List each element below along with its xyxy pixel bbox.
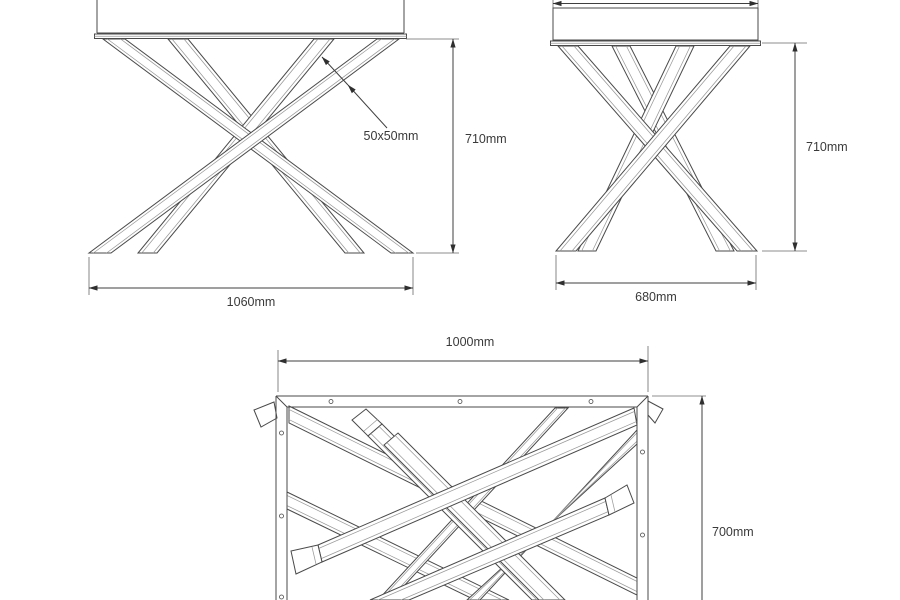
plan-tube-steep-a — [377, 407, 570, 600]
side-leg-front-right — [554, 45, 752, 252]
side-top-dimension — [552, 0, 759, 8]
tabletop-side-panel — [552, 7, 759, 41]
side-width-dimension: 680mm — [555, 255, 757, 304]
plan-width-label: 1000mm — [446, 335, 495, 349]
plan-tube-end-cap-right — [604, 484, 635, 516]
tube-size-callout: 50x50mm — [321, 56, 419, 143]
plan-frame — [275, 395, 649, 600]
plan-leg-tubes — [286, 405, 638, 600]
front-leg-front-right — [87, 38, 401, 254]
front-leg-front-left — [101, 38, 415, 254]
callout-leader-line — [347, 84, 388, 129]
plan-view: 1000mm — [253, 335, 754, 600]
tube-size-label: 50x50mm — [364, 129, 419, 143]
tabletop-side — [550, 7, 761, 46]
side-x-legs — [554, 45, 759, 252]
plan-protrusion-right — [647, 400, 664, 424]
tabletop-front — [94, 0, 407, 39]
side-height-dimension: 710mm — [762, 42, 848, 252]
plan-width-dimension: 1000mm — [277, 335, 649, 392]
frame-mitre-corners — [275, 395, 649, 408]
plan-tube-end-cap-left — [290, 544, 323, 575]
plan-leg-protrusions — [253, 400, 664, 428]
side-height-label: 710mm — [806, 140, 848, 154]
plan-protrusion-left — [253, 401, 278, 428]
side-view: 680mm 710mm — [550, 0, 848, 304]
front-view: 1060mm 710mm 50x50mm — [87, 0, 507, 309]
front-height-dimension: 710mm — [406, 38, 507, 254]
front-width-dimension: 1060mm — [88, 257, 414, 309]
front-width-label: 1060mm — [227, 295, 276, 309]
front-height-label: 710mm — [465, 132, 507, 146]
callout-leader-line-2 — [321, 56, 349, 86]
front-x-legs — [87, 38, 415, 254]
side-width-label: 680mm — [635, 290, 677, 304]
plan-height-label: 700mm — [712, 525, 754, 539]
plan-height-dimension: 700mm — [652, 395, 754, 600]
plan-screw-holes — [279, 399, 645, 600]
